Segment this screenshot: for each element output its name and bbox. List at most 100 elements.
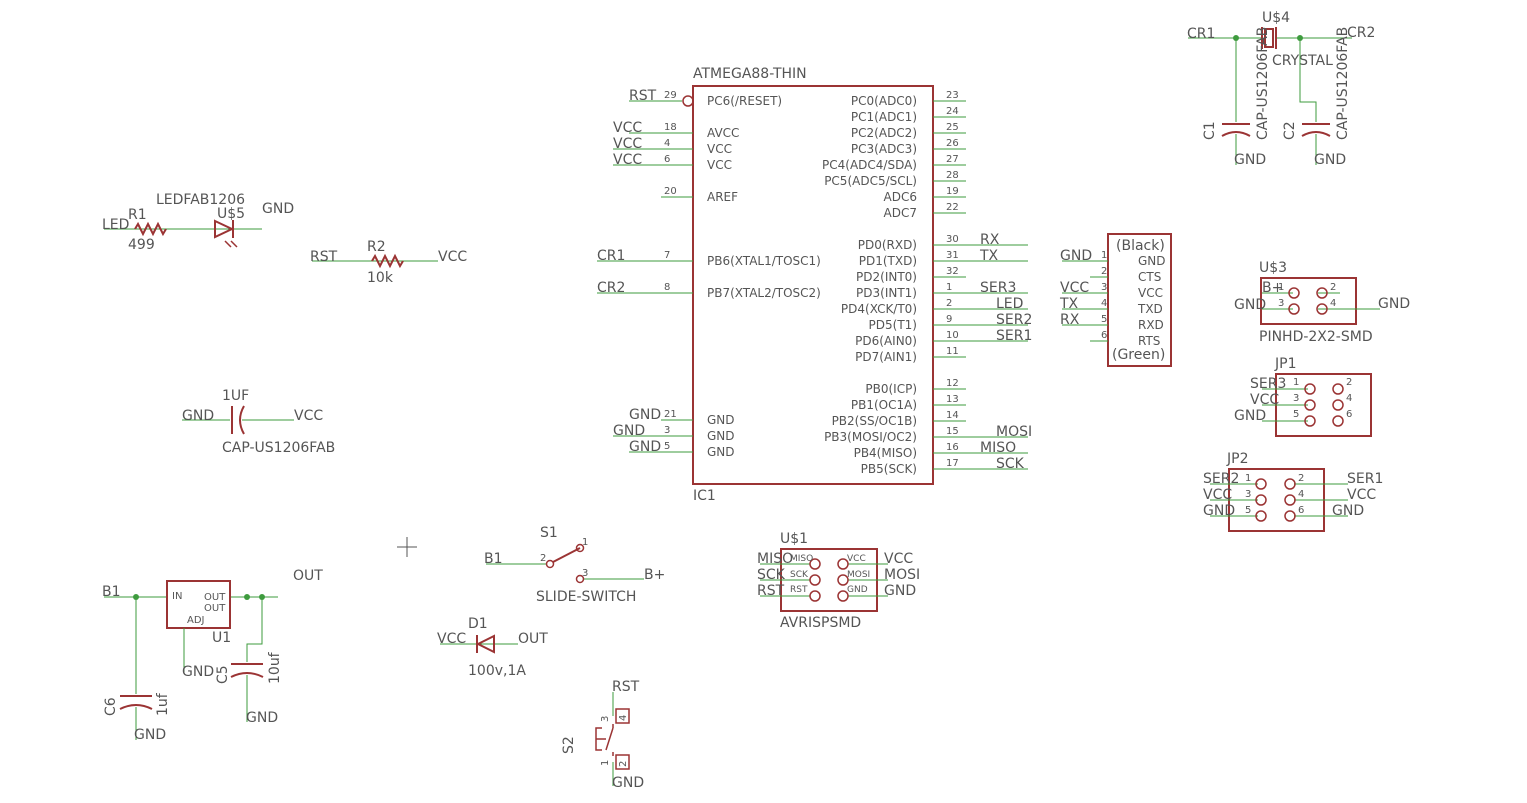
- net-vcc: VCC: [884, 551, 913, 567]
- crystal-body-icon: [1264, 28, 1274, 48]
- net-gnd: GND: [612, 775, 644, 791]
- ic1-net-label: SER2: [996, 312, 1032, 328]
- header-jp1[interactable]: JP1 1 2 3 4 5 6 SER3 VCC GND: [1234, 356, 1372, 437]
- ic1-net-label: GND: [629, 439, 661, 455]
- ic1-pin-name: PD4(XCK/T0): [841, 302, 917, 316]
- ic1-net-label: MISO: [980, 440, 1016, 456]
- isp-header-u1[interactable]: U$1 AVRISPSMD MISO SCK RST VCC MOSI GND …: [757, 531, 920, 631]
- u3-name: U$3: [1259, 260, 1287, 276]
- net-gnd: GND: [134, 727, 166, 743]
- capacitor-1uf-circuit[interactable]: GND VCC 1UF CAP-US1206FAB: [182, 388, 335, 456]
- c2-wire-top: [1299, 38, 1317, 122]
- net-ser2: SER2: [1203, 471, 1239, 487]
- ic1-pin-number: 16: [946, 442, 959, 453]
- slide-switch-s1[interactable]: S1 SLIDE-SWITCH 1 2 3 B1 B+: [484, 525, 665, 605]
- net-gnd: GND: [1314, 152, 1346, 168]
- ic1-net-label: VCC: [613, 152, 642, 168]
- ic1-pin-name: VCC: [707, 158, 732, 172]
- d1-name: D1: [468, 616, 488, 632]
- jp2-pin: 2: [1298, 473, 1304, 484]
- crystal-circuit[interactable]: CR1 CR2 U$4 CRYSTAL C1 CAP-US1206FAB GND…: [1187, 10, 1375, 168]
- ic1-pin-name: PD7(AIN1): [855, 350, 917, 364]
- r1-value: 499: [128, 237, 155, 253]
- ftdi-pin-name: RTS: [1138, 334, 1160, 348]
- s1-value: SLIDE-SWITCH: [536, 589, 636, 605]
- isp-inner-label: VCC: [847, 554, 866, 564]
- button-s2[interactable]: 3 4 1 2 S2 RST GND: [561, 679, 644, 791]
- ftdi-pin-number: 4: [1101, 298, 1107, 309]
- regulator-u1[interactable]: IN OUT OUT ADJ U1 B1 OUT GND C5 10uf GND…: [102, 568, 323, 743]
- u3-value: PINHD-2X2-SMD: [1259, 329, 1373, 345]
- jp2-pin: 4: [1298, 489, 1304, 500]
- isp-inner-label: GND: [847, 585, 868, 595]
- ic1-pin-name: VCC: [707, 142, 732, 156]
- ic1-pin-number: 25: [946, 122, 959, 133]
- ic1-pin-name: PC4(ADC4/SDA): [822, 158, 917, 172]
- ic1-body: [692, 85, 934, 485]
- net-rst: RST: [612, 679, 640, 695]
- ic1-pin-number: 28: [946, 170, 959, 181]
- ic1-pin-name: PD5(T1): [869, 318, 917, 332]
- resistor-r2-circuit[interactable]: RST VCC R2 10k: [310, 239, 467, 286]
- s1-name: S1: [540, 525, 558, 541]
- led-circuit[interactable]: LED GND R1 499 LEDFAB1206 U$5: [102, 192, 294, 253]
- header-jp2[interactable]: JP2 1 2 3 4 5 6 SER2 VCC GND SER1 VCC GN…: [1203, 451, 1383, 532]
- isp-value: AVRISPSMD: [780, 615, 861, 631]
- d1-value: 100v,1A: [468, 663, 526, 679]
- ic1-pin-number: 15: [946, 426, 959, 437]
- net-rst: RST: [310, 249, 338, 265]
- ic1-pin-name: PD6(AIN0): [855, 334, 917, 348]
- diode-d1[interactable]: D1 100v,1A VCC OUT: [437, 616, 548, 679]
- pin-pad-icon: [1284, 510, 1296, 522]
- r1-name: R1: [128, 207, 147, 223]
- ic1-right-pins: 23PC0(ADC0)24PC1(ADC1)25PC2(ADC2)26PC3(A…: [822, 90, 1032, 476]
- net-gnd: GND: [1234, 152, 1266, 168]
- diode-icon: [475, 634, 495, 654]
- pin-pad-icon: [1304, 415, 1316, 427]
- ic1-pin-name: PB5(SCK): [861, 462, 917, 476]
- ic1-pin-name: PB2(SS/OC1B): [832, 414, 917, 428]
- ic1-value: ATMEGA88-THIN: [693, 66, 807, 82]
- s2-pin: 4: [618, 715, 629, 721]
- isp-inner-label: MISO: [790, 554, 813, 564]
- ic1-pin-name: PC3(ADC3): [851, 142, 917, 156]
- ic1-pin-number: 23: [946, 90, 959, 101]
- c6-value: 1uf: [155, 692, 171, 716]
- ftdi-pin-number: 5: [1101, 314, 1107, 325]
- ic1-net-label: LED: [996, 296, 1023, 312]
- ic1-pin-name: PB1(OC1A): [851, 398, 917, 412]
- pin-pad-icon: [1332, 383, 1344, 395]
- ic1-pin-name: PC0(ADC0): [851, 94, 917, 108]
- ic1-pin-number: 27: [946, 154, 959, 165]
- ic1-pin-name: GND: [707, 413, 735, 427]
- ftdi-net-label: TX: [1059, 296, 1079, 312]
- net-gnd: GND: [1234, 297, 1266, 313]
- ic1-pin-number: 10: [946, 330, 959, 341]
- net-gnd: GND: [884, 583, 916, 599]
- ic1-net-label: VCC: [613, 136, 642, 152]
- resistor-r1: [134, 221, 167, 237]
- pin-pad-icon: [809, 558, 821, 570]
- net-b1: B1: [484, 551, 503, 567]
- reg-pin-adj: ADJ: [187, 615, 205, 626]
- net-led: LED: [102, 217, 129, 233]
- s2-pin-box: [615, 708, 630, 724]
- pinhead-u3[interactable]: U$3 PINHD-2X2-SMD 1 2 3 4 B+ GND GND: [1234, 260, 1410, 345]
- ic1-pin-number: 24: [946, 106, 959, 117]
- ic1-pin-name: PC6(/RESET): [707, 94, 782, 108]
- ic1-pin-number: 30: [946, 234, 959, 245]
- switch-contact-icon: [545, 559, 555, 569]
- ic1-pin-name: PB4(MISO): [854, 446, 917, 460]
- ic1-pin-number: 11: [946, 346, 959, 357]
- jp2-name: JP2: [1226, 451, 1248, 467]
- switch-contact-icon: [575, 543, 585, 553]
- ic1-pin-number: 21: [664, 409, 677, 420]
- pin-pad-icon: [837, 590, 849, 602]
- s2-actuator-icon: [595, 727, 606, 751]
- ic1-pin-number: 26: [946, 138, 959, 149]
